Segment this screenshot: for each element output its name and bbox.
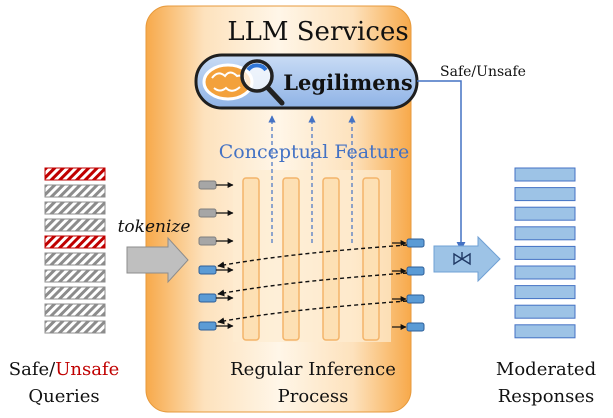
response-bar: [514, 226, 576, 241]
response-stack: [514, 167, 576, 339]
safe-query-bar: [44, 286, 106, 300]
responses-label-line1: Moderated: [496, 359, 596, 380]
safe-query-bar: [44, 303, 106, 317]
magnifier-icon: [240, 59, 285, 106]
safe-query-bar: [44, 218, 106, 232]
queries-label-line1: Safe/Unsafe: [9, 359, 120, 380]
safe-query-bar: [44, 184, 106, 198]
generated-tokens: [198, 238, 425, 332]
unsafe-query-bar: [44, 235, 106, 249]
unsafe-word: Unsafe: [55, 359, 119, 380]
feedback-loops: [217, 244, 408, 325]
response-bar: [514, 167, 576, 182]
input-tokens: [198, 180, 234, 246]
inference-label-line1: Regular Inference: [230, 359, 396, 380]
queries-label-line2: Queries: [28, 386, 99, 407]
response-bar: [514, 324, 576, 339]
hidden-layers: [233, 170, 391, 342]
response-bar: [514, 285, 576, 300]
response-bar: [514, 304, 576, 319]
valve-icon: [453, 252, 471, 266]
response-bar: [514, 206, 576, 221]
response-bar: [514, 187, 576, 202]
verdict-connector: [417, 80, 466, 251]
verdict-label: Safe/Unsafe: [440, 64, 526, 80]
output-arrow: [433, 235, 501, 283]
feature-arrows: [268, 115, 356, 243]
tokenize-label: tokenize: [118, 217, 191, 237]
tokenize-arrow: [126, 236, 189, 284]
safe-query-bar: [44, 201, 106, 215]
response-bar: [514, 265, 576, 280]
safe-query-bar: [44, 269, 106, 283]
legilimens-label: Legilimens: [283, 70, 412, 95]
safe-query-bar: [44, 252, 106, 266]
safe-query-bar: [44, 320, 106, 334]
conceptual-feature-label: Conceptual Feature: [219, 141, 410, 163]
inference-label-line2: Process: [278, 386, 349, 407]
responses-label-line2: Responses: [498, 386, 595, 407]
unsafe-query-bar: [44, 167, 106, 181]
response-bar: [514, 245, 576, 260]
llm-services-title: LLM Services: [227, 17, 408, 47]
query-stack: [44, 167, 106, 334]
